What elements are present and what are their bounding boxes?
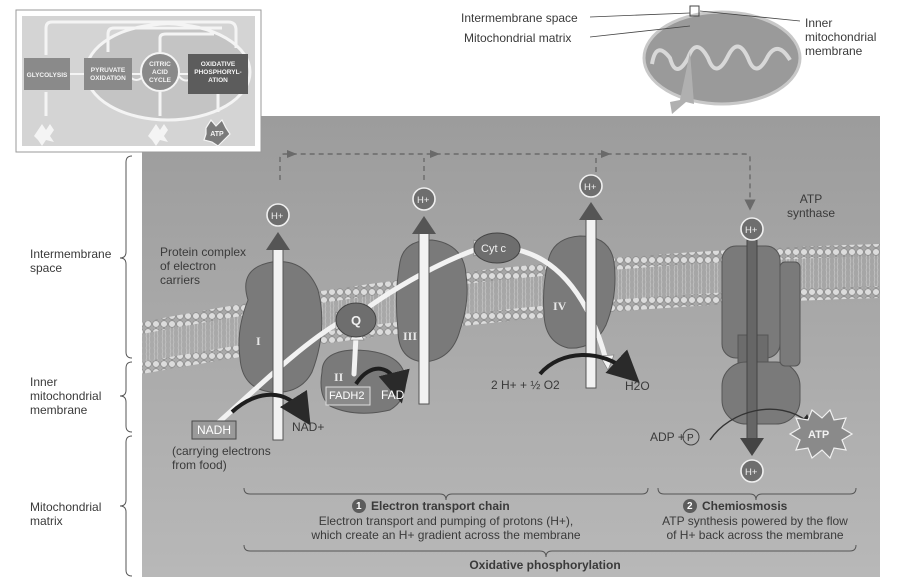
oxphos-overview-label: PHOSPHORYL-	[194, 69, 241, 76]
mito-inner-membrane-label: membrane	[805, 44, 863, 58]
chemiosmosis-description: ATP synthesis powered by the flow	[662, 514, 848, 528]
proton-label: H+	[584, 182, 597, 193]
mito-intermembrane-label: Intermembrane space	[461, 11, 578, 25]
pyruvate-oxidation-label: PYRUVATE	[91, 67, 126, 74]
proton-label: H+	[745, 225, 758, 236]
protein-complex-label: carriers	[160, 273, 201, 287]
left-inner-membrane-label: Inner	[30, 375, 58, 389]
glycolysis-label: GLYCOLYSIS	[27, 72, 68, 79]
step-1-number: 1	[356, 501, 362, 512]
dash-arrowhead	[287, 150, 297, 158]
phosphate-label: P	[687, 433, 694, 444]
section-braces	[119, 155, 133, 577]
proton-label: H+	[745, 467, 758, 478]
left-matrix-label: Mitochondrial	[30, 500, 102, 514]
dash-arrowhead	[430, 150, 440, 158]
mitochondrion-illustration	[589, 5, 802, 114]
q-carrier	[335, 302, 377, 338]
adp-label: ADP +	[650, 430, 685, 444]
nad-plus-label: NAD+	[292, 420, 325, 434]
complex-4-shape	[543, 235, 616, 349]
mito-matrix-label: Mitochondrial matrix	[464, 31, 572, 45]
water-label: H2O	[625, 379, 650, 393]
citric-acid-cycle-label: CITRIC	[149, 61, 171, 68]
complex-2-label: II	[334, 370, 344, 384]
fad-label: FAD	[381, 388, 405, 402]
atp-synthase-shape	[721, 245, 801, 425]
left-matrix-label: matrix	[30, 514, 63, 528]
oxphos-overview-label: ATION	[208, 77, 228, 84]
q-label: Q	[351, 313, 361, 328]
nadh-box	[191, 420, 237, 440]
left-intermembrane-label: space	[30, 261, 63, 275]
atp-burst-small-icon	[34, 124, 54, 146]
phosphate-circle	[682, 428, 700, 446]
left-intermembrane-label: Intermembrane	[30, 247, 112, 261]
proton-pump-arrows	[266, 202, 603, 441]
left-inner-membrane-label: mitochondrial	[30, 389, 102, 403]
proton-label: H+	[417, 195, 430, 206]
atp-burst-small-icon	[148, 124, 168, 146]
etc-description: which create an H+ gradient across the m…	[311, 528, 581, 542]
citric-acid-cycle-label: CYCLE	[149, 77, 172, 84]
atp-product-label: ATP	[808, 429, 829, 441]
left-inner-membrane-label: membrane	[30, 403, 88, 417]
complex-3-label: III	[403, 329, 417, 343]
etc-description: Electron transport and pumping of proton…	[318, 514, 574, 528]
food-note-label: (carrying electrons	[172, 444, 271, 458]
proton-circles	[266, 174, 764, 483]
proton-label: H+	[271, 211, 284, 222]
pyruvate-oxidation-label: OXIDATION	[90, 75, 126, 82]
cyt-c-label: Cyt c	[481, 243, 507, 255]
food-note-label: from food)	[172, 458, 227, 472]
fadh2-box	[325, 386, 371, 406]
caption-braces	[243, 487, 857, 558]
oxygen-reaction-label: 2 H+ + ½ O2	[491, 378, 560, 392]
atp-burst	[788, 408, 854, 460]
mito-inner-membrane-label: Inner	[805, 16, 833, 30]
citric-acid-cycle-label: ACID	[152, 69, 168, 76]
fadh2-label: FADH2	[329, 390, 365, 402]
oxphos-overview-label: OXIDATIVE	[201, 61, 236, 68]
atp-synthase-label: ATP	[799, 192, 823, 206]
inner-membrane-bilayer	[142, 244, 880, 374]
proton-return-path	[279, 153, 756, 211]
chemiosmosis-description: of H+ back across the membrane	[666, 528, 844, 542]
etc-title: Electron transport chain	[371, 499, 510, 513]
cyt-c-carrier	[473, 232, 521, 264]
complex-1-label: I	[256, 334, 261, 348]
atp-synthase-label: synthase	[786, 206, 836, 220]
mito-inner-membrane-label: mitochondrial	[805, 30, 877, 44]
step-2-number: 2	[687, 501, 693, 512]
reaction-arrows	[230, 349, 640, 426]
atp-burst-small-icon	[203, 118, 231, 147]
protein-complex-label: Protein complex	[160, 245, 247, 259]
chemiosmosis-title: Chemiosmosis	[702, 499, 788, 513]
adp-to-atp-arrow	[709, 408, 813, 441]
dash-arrowhead	[601, 150, 611, 158]
step-1-badge	[352, 499, 366, 513]
oxidative-phosphorylation-title: Oxidative phosphorylation	[469, 558, 621, 572]
nadh-label: NADH	[197, 423, 232, 437]
overview-inset	[15, 9, 262, 153]
protein-complex-label: of electron	[160, 259, 217, 273]
complex-4-label: IV	[553, 299, 567, 313]
overview-atp-label: ATP	[210, 131, 224, 138]
step-2-badge	[683, 499, 697, 513]
complex-3-shape	[395, 239, 468, 363]
